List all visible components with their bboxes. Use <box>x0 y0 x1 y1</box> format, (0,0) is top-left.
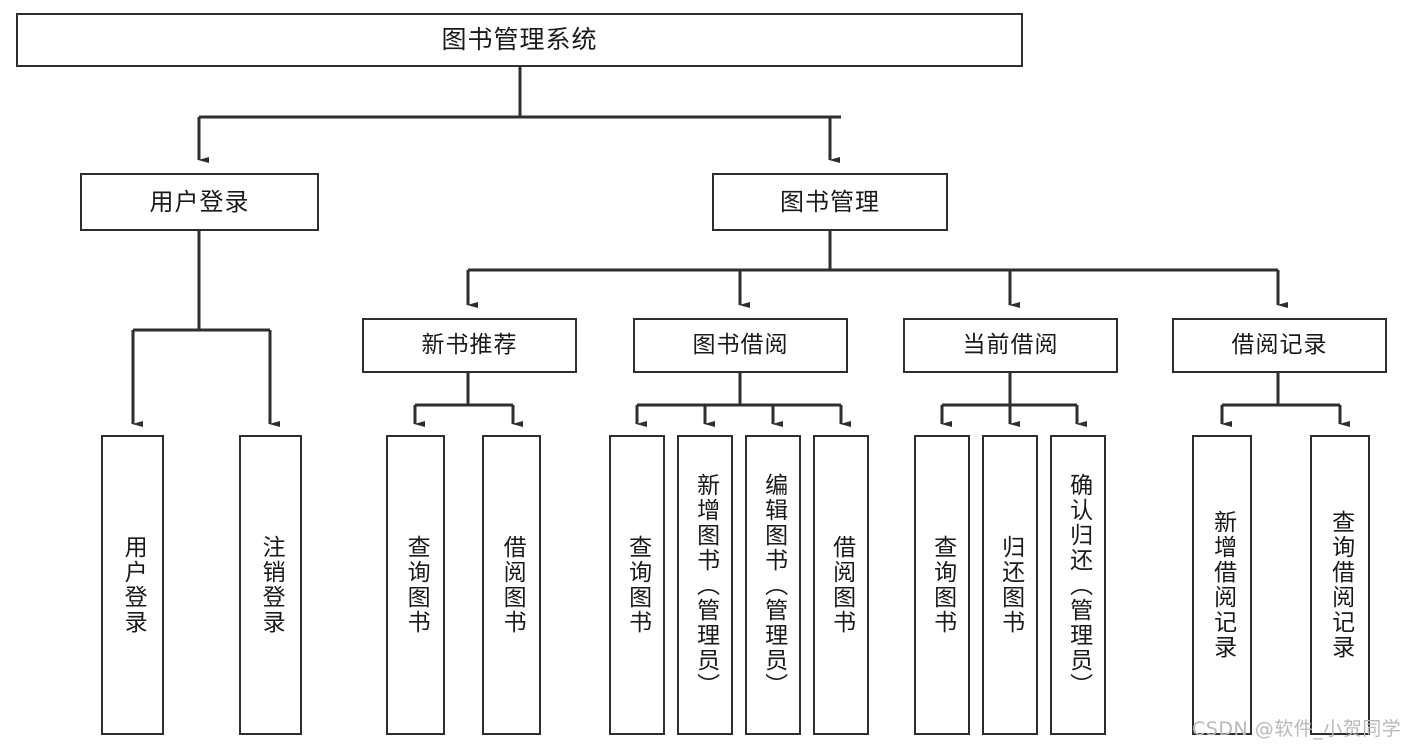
leaf-current-return-book[interactable]: 归还图书 <box>982 435 1038 735</box>
node-user-login[interactable]: 用户登录 <box>80 173 319 231</box>
node-label: 图书借阅 <box>692 331 789 358</box>
node-new-book-recommend[interactable]: 新书推荐 <box>362 318 577 373</box>
node-borrow-record[interactable]: 借阅记录 <box>1172 318 1387 373</box>
leaf-current-query-book[interactable]: 查询图书 <box>914 435 970 735</box>
leaf-borrow-edit-book-admin[interactable]: 编辑图书（管理员） <box>745 435 801 735</box>
node-book-management[interactable]: 图书管理 <box>712 173 948 231</box>
node-label: 新书推荐 <box>421 331 518 358</box>
leaf-borrow-query-book[interactable]: 查询图书 <box>609 435 665 735</box>
leaf-recommend-borrow-book[interactable]: 借阅图书 <box>482 435 541 735</box>
node-current-borrow[interactable]: 当前借阅 <box>903 318 1118 373</box>
node-label: 图书管理 <box>780 187 880 216</box>
leaf-borrow-borrow-book[interactable]: 借阅图书 <box>813 435 869 735</box>
node-label: 借阅图书 <box>828 535 855 635</box>
node-label: 用户登录 <box>120 535 147 635</box>
node-label: 编辑图书（管理员） <box>760 472 787 698</box>
node-label: 借阅图书 <box>499 535 526 635</box>
leaf-user-login[interactable]: 用户登录 <box>101 435 164 735</box>
leaf-record-query-borrow-record[interactable]: 查询借阅记录 <box>1310 435 1370 735</box>
node-label: 查询图书 <box>403 535 430 635</box>
leaf-borrow-add-book-admin[interactable]: 新增图书（管理员） <box>677 435 733 735</box>
node-book-borrow[interactable]: 图书借阅 <box>633 318 848 373</box>
leaf-recommend-query-book[interactable]: 查询图书 <box>386 435 445 735</box>
node-label: 注销登录 <box>258 535 285 635</box>
node-label: 确认归还（管理员） <box>1065 472 1092 698</box>
leaf-current-confirm-return-admin[interactable]: 确认归还（管理员） <box>1050 435 1106 735</box>
node-label: 新增借阅记录 <box>1209 510 1236 660</box>
node-label: 借阅记录 <box>1231 331 1328 358</box>
leaf-record-add-borrow-record[interactable]: 新增借阅记录 <box>1192 435 1252 735</box>
node-label: 用户登录 <box>149 187 250 216</box>
node-label: 图书管理系统 <box>441 25 598 54</box>
node-label: 查询图书 <box>624 535 651 635</box>
node-label: 查询图书 <box>929 535 956 635</box>
node-label: 归还图书 <box>997 535 1024 635</box>
node-root-system[interactable]: 图书管理系统 <box>16 13 1023 67</box>
leaf-user-logout[interactable]: 注销登录 <box>239 435 302 735</box>
node-label: 新增图书（管理员） <box>692 472 719 698</box>
node-label: 查询借阅记录 <box>1327 510 1354 660</box>
node-label: 当前借阅 <box>962 331 1059 358</box>
